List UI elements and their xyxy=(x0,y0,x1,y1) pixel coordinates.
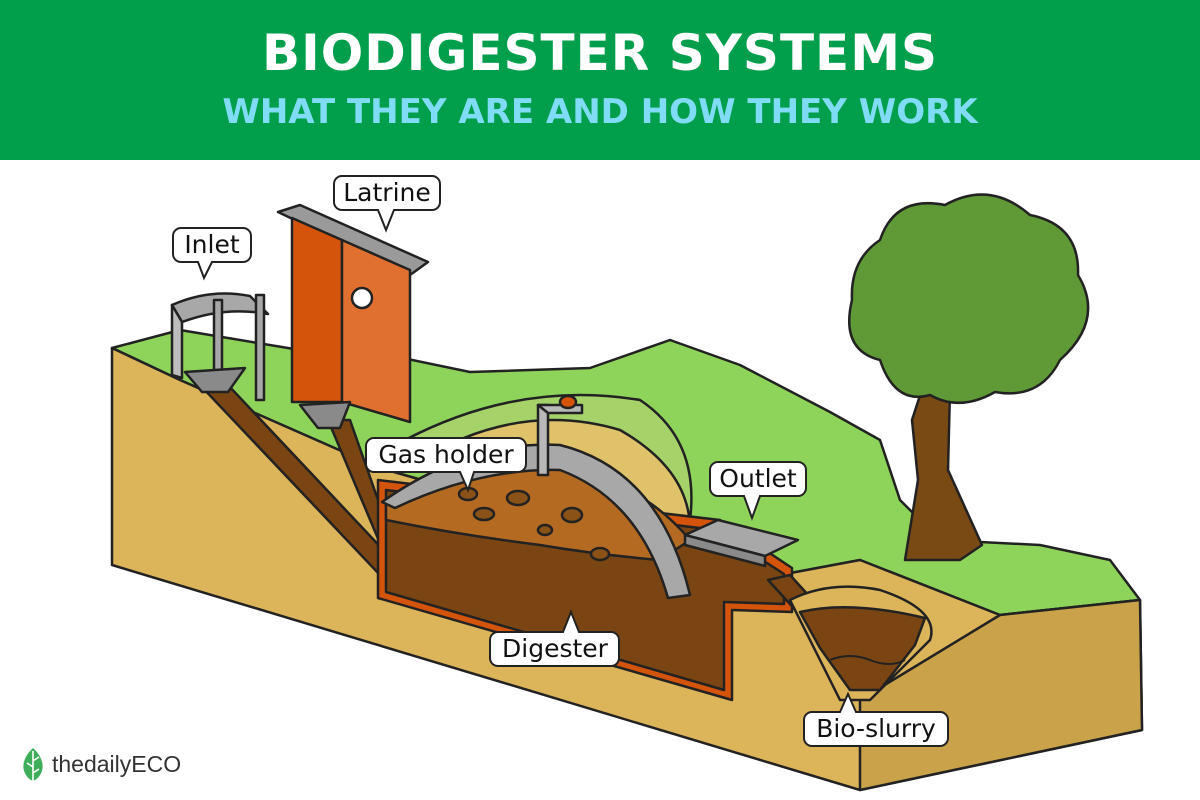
callout-latrine: Latrine xyxy=(333,175,441,233)
page-title: BIODIGESTER SYSTEMS xyxy=(262,24,938,82)
callout-outlet: Outlet xyxy=(709,461,807,521)
slurry-lump xyxy=(472,506,496,522)
callout-bio-slurry: Bio-slurry xyxy=(803,691,949,747)
header-banner: BIODIGESTER SYSTEMS WHAT THEY ARE AND HO… xyxy=(0,0,1200,160)
slurry-lump xyxy=(505,489,531,507)
gas-valve xyxy=(558,394,578,410)
callout-gas-holder: Gas holder xyxy=(365,437,527,493)
callout-digester: Digester xyxy=(489,609,620,667)
label-bio-slurry: Bio-slurry xyxy=(816,714,936,743)
tree-trunk xyxy=(903,378,984,562)
bio-slurry-stripe xyxy=(829,655,906,665)
slurry-lump xyxy=(536,523,554,537)
inlet-tank-body xyxy=(170,303,184,380)
biodigester-diagram: Inlet Latrine Gas holder Outlet Digester… xyxy=(110,175,1144,792)
latrine-wall-front xyxy=(290,216,344,404)
label-outlet: Outlet xyxy=(719,464,797,493)
label-inlet: Inlet xyxy=(184,230,240,259)
inlet-post xyxy=(212,298,224,382)
slurry-lump xyxy=(560,506,584,524)
outlet-box-front xyxy=(683,533,767,568)
label-digester: Digester xyxy=(502,634,609,663)
bio-slurry-layer xyxy=(798,605,927,692)
callout-inlet: Inlet xyxy=(172,227,252,281)
label-latrine: Latrine xyxy=(343,178,431,207)
gas-pipe xyxy=(536,403,550,477)
leaf-icon xyxy=(23,748,43,781)
tree-canopy xyxy=(848,193,1090,405)
latrine-wall-side xyxy=(340,238,412,424)
page-subtitle: WHAT THEY ARE AND HOW THEY WORK xyxy=(222,92,978,132)
brand-logo-text: thedailyECO xyxy=(52,751,182,777)
inlet-funnel xyxy=(183,366,247,394)
slurry-lump xyxy=(589,546,611,562)
latrine-base xyxy=(298,400,352,430)
latrine-window xyxy=(350,286,374,310)
inlet-post xyxy=(254,293,266,402)
label-gas-holder: Gas holder xyxy=(378,440,514,469)
